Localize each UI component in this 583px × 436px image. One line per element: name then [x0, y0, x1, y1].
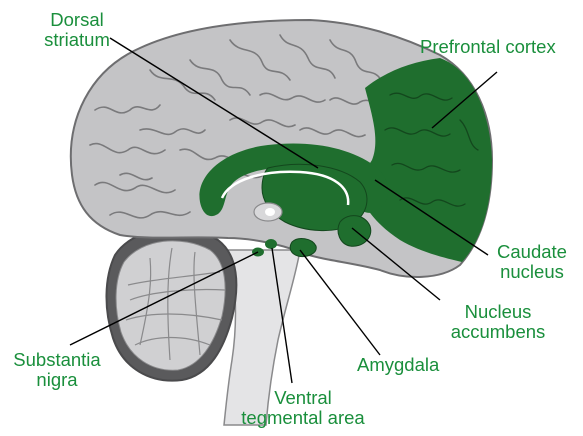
label-dorsal-striatum: Dorsal striatum	[22, 10, 132, 50]
nucleus-accumbens-region	[338, 216, 371, 247]
label-caudate-nucleus: Caudate nucleus	[482, 242, 582, 282]
label-ventral-tegmental-area: Ventral tegmental area	[238, 388, 368, 428]
label-amygdala: Amygdala	[357, 355, 439, 375]
label-nucleus-accumbens: Nucleus accumbens	[438, 302, 558, 342]
ventral-tegmental-area-region	[265, 239, 277, 249]
label-substantia-nigra: Substantia nigra	[2, 350, 112, 390]
thalamus	[254, 203, 282, 221]
cerebellum	[106, 229, 236, 381]
label-prefrontal-cortex: Prefrontal cortex	[420, 37, 556, 57]
